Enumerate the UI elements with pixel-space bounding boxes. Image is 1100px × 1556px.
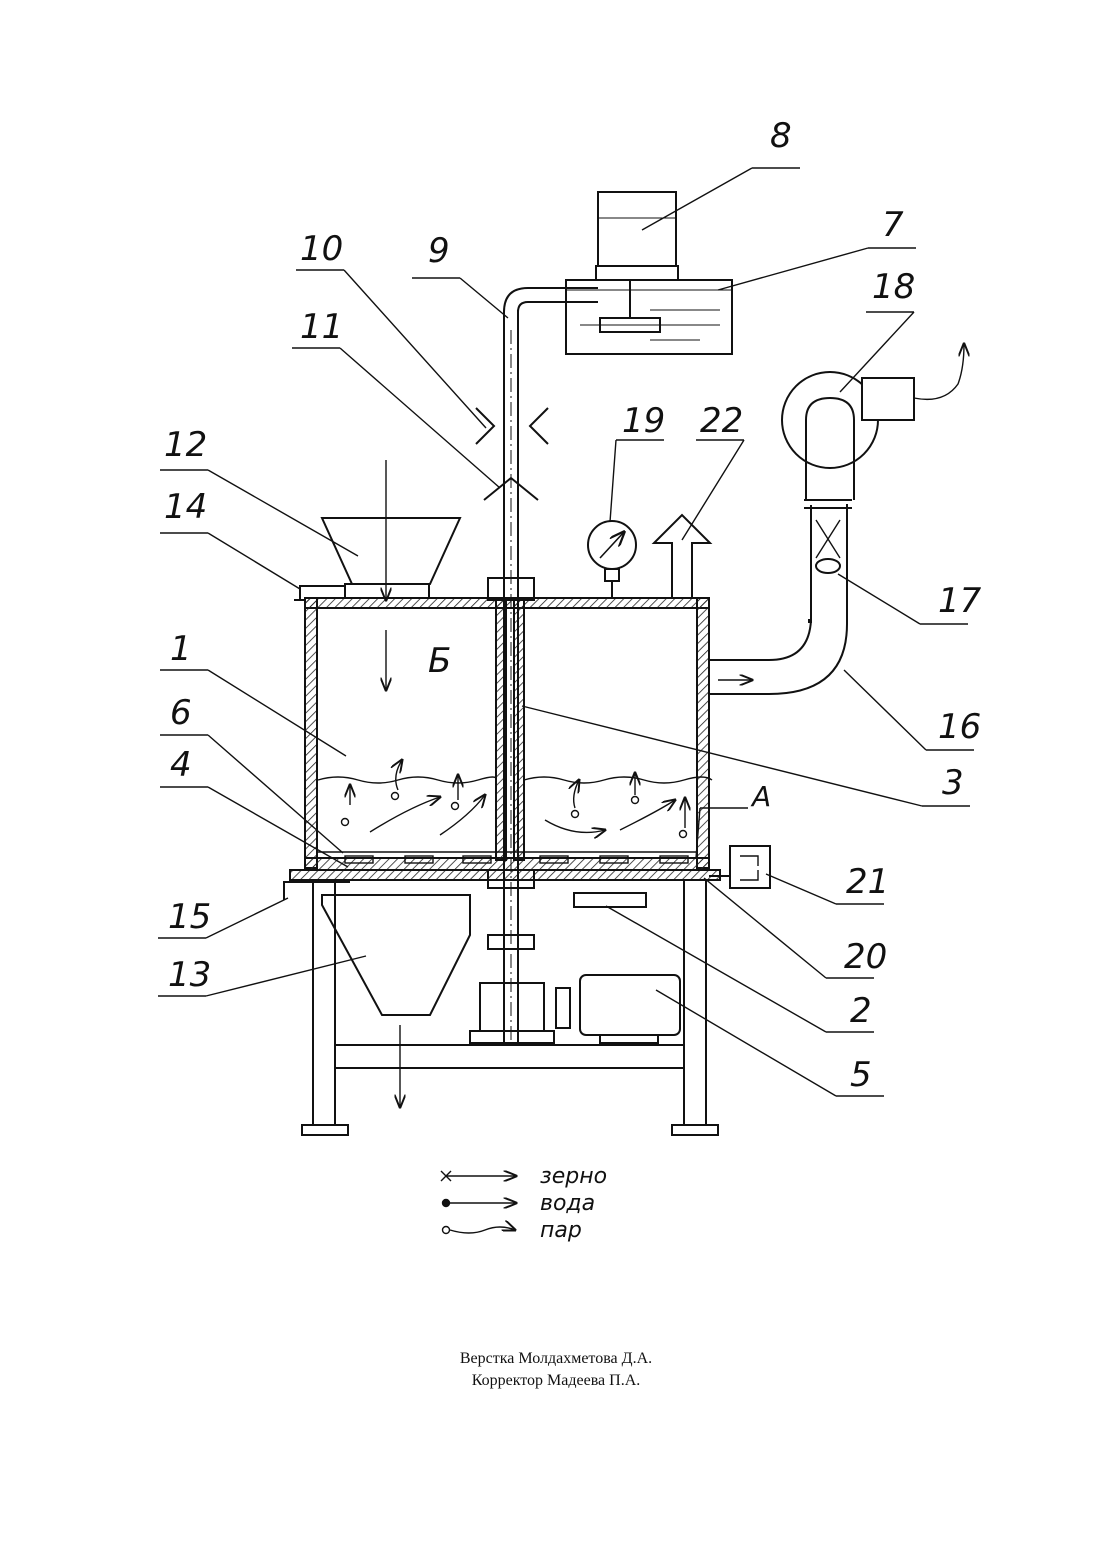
label-10: 10 [300, 229, 343, 269]
pipe-elbow-inner [518, 302, 598, 312]
fan-outlet [862, 378, 914, 420]
label-14: 14 [164, 487, 207, 527]
pump-mount [596, 266, 678, 280]
legend-steam: пар [540, 1218, 582, 1243]
legend-grain: зерно [540, 1164, 607, 1189]
label-4: 4 [170, 745, 192, 785]
label-13: 13 [168, 955, 211, 995]
pump-motor [598, 192, 676, 266]
zone-label-a: А [750, 780, 771, 813]
legend-labels: зерно вода пар [540, 1164, 607, 1243]
label-22: 22 [700, 401, 743, 441]
label-18: 18 [872, 267, 915, 307]
steam-duct-outer [709, 505, 811, 660]
gearbox [480, 983, 544, 1031]
deflector-right [530, 408, 548, 444]
leg-left [313, 880, 335, 1125]
label-11: 11 [300, 307, 343, 347]
label-19: 19 [622, 401, 665, 441]
legend-water: вода [540, 1191, 595, 1216]
zone-label-b: Б [428, 641, 451, 681]
grain-surface-right [524, 777, 712, 783]
label-5: 5 [850, 1055, 872, 1095]
steam-outlet-arrow [654, 515, 710, 598]
drain-pipe [284, 882, 350, 900]
label-20: 20 [844, 937, 887, 977]
valve-disk [816, 559, 840, 573]
label-7: 7 [882, 205, 904, 245]
label-15: 15 [168, 897, 211, 937]
exhaust-arrow [914, 344, 964, 399]
hopper-neck [345, 584, 429, 598]
leg-right [684, 880, 706, 1125]
label-1: 1 [170, 629, 192, 669]
label-8: 8 [770, 116, 792, 156]
label-2: 2 [850, 991, 872, 1031]
label-21: 21 [846, 862, 889, 902]
layout-credit: Верстка Молдахметова Д.А. [12, 1348, 1100, 1370]
base-bracket [574, 893, 646, 907]
feed-hopper [322, 518, 460, 584]
label-6: 6 [170, 693, 192, 733]
credits-block: Верстка Молдахметова Д.А. Корректор Маде… [0, 1348, 1100, 1392]
legend [441, 1171, 516, 1234]
valve-17 [816, 520, 840, 558]
label-3: 3 [942, 763, 964, 803]
label-12: 12 [164, 425, 207, 465]
label-16: 16 [938, 707, 981, 747]
steam-duct-inner [709, 504, 847, 694]
grain-surface-left [318, 777, 496, 783]
fan-inlet-pipe [806, 398, 854, 500]
discharge-hopper [322, 895, 470, 1015]
tank-left-wall [305, 598, 317, 868]
sensor-box [730, 846, 770, 888]
proofreader-credit: Корректор Мадеева П.А. [12, 1370, 1100, 1392]
electric-motor [580, 975, 680, 1035]
label-17: 17 [938, 581, 982, 621]
coupling-2 [556, 988, 570, 1028]
label-9: 9 [428, 231, 450, 271]
